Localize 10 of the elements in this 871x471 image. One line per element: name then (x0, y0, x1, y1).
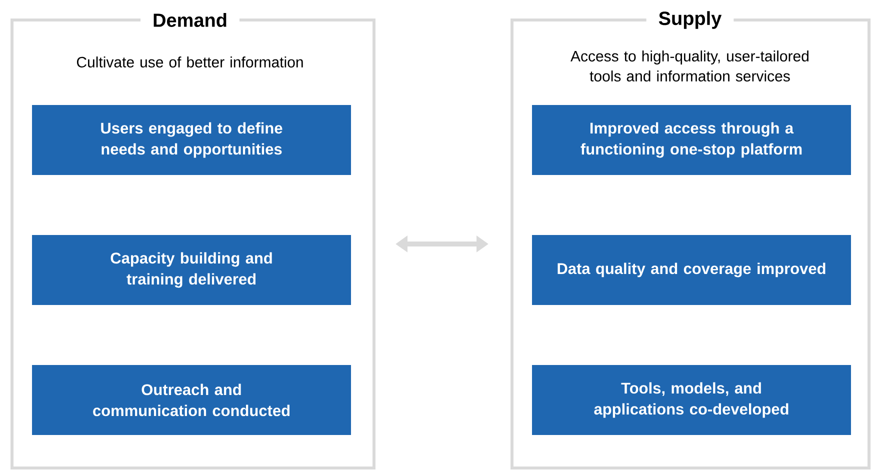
outcome-box: Tools, models, and applications co-developed (532, 364, 851, 435)
panel-subtitle: Cultivate use of better information (76, 56, 303, 68)
outcome-box: Capacity building and training delivered (32, 235, 351, 305)
panel-subtitle: Access to high-quality, user-tailored tools and information services (570, 50, 808, 82)
outcome-box: Users engaged to define needs and opportunities (32, 105, 351, 175)
panel-title: Demand (140, 11, 240, 29)
outcome-box: Outreach and communication conducted (32, 364, 351, 435)
outcome-box: Data quality and coverage improved (532, 235, 851, 305)
outcome-box: Improved access through a functioning one-stop platform (532, 105, 851, 175)
panel-title: Supply (646, 9, 734, 31)
